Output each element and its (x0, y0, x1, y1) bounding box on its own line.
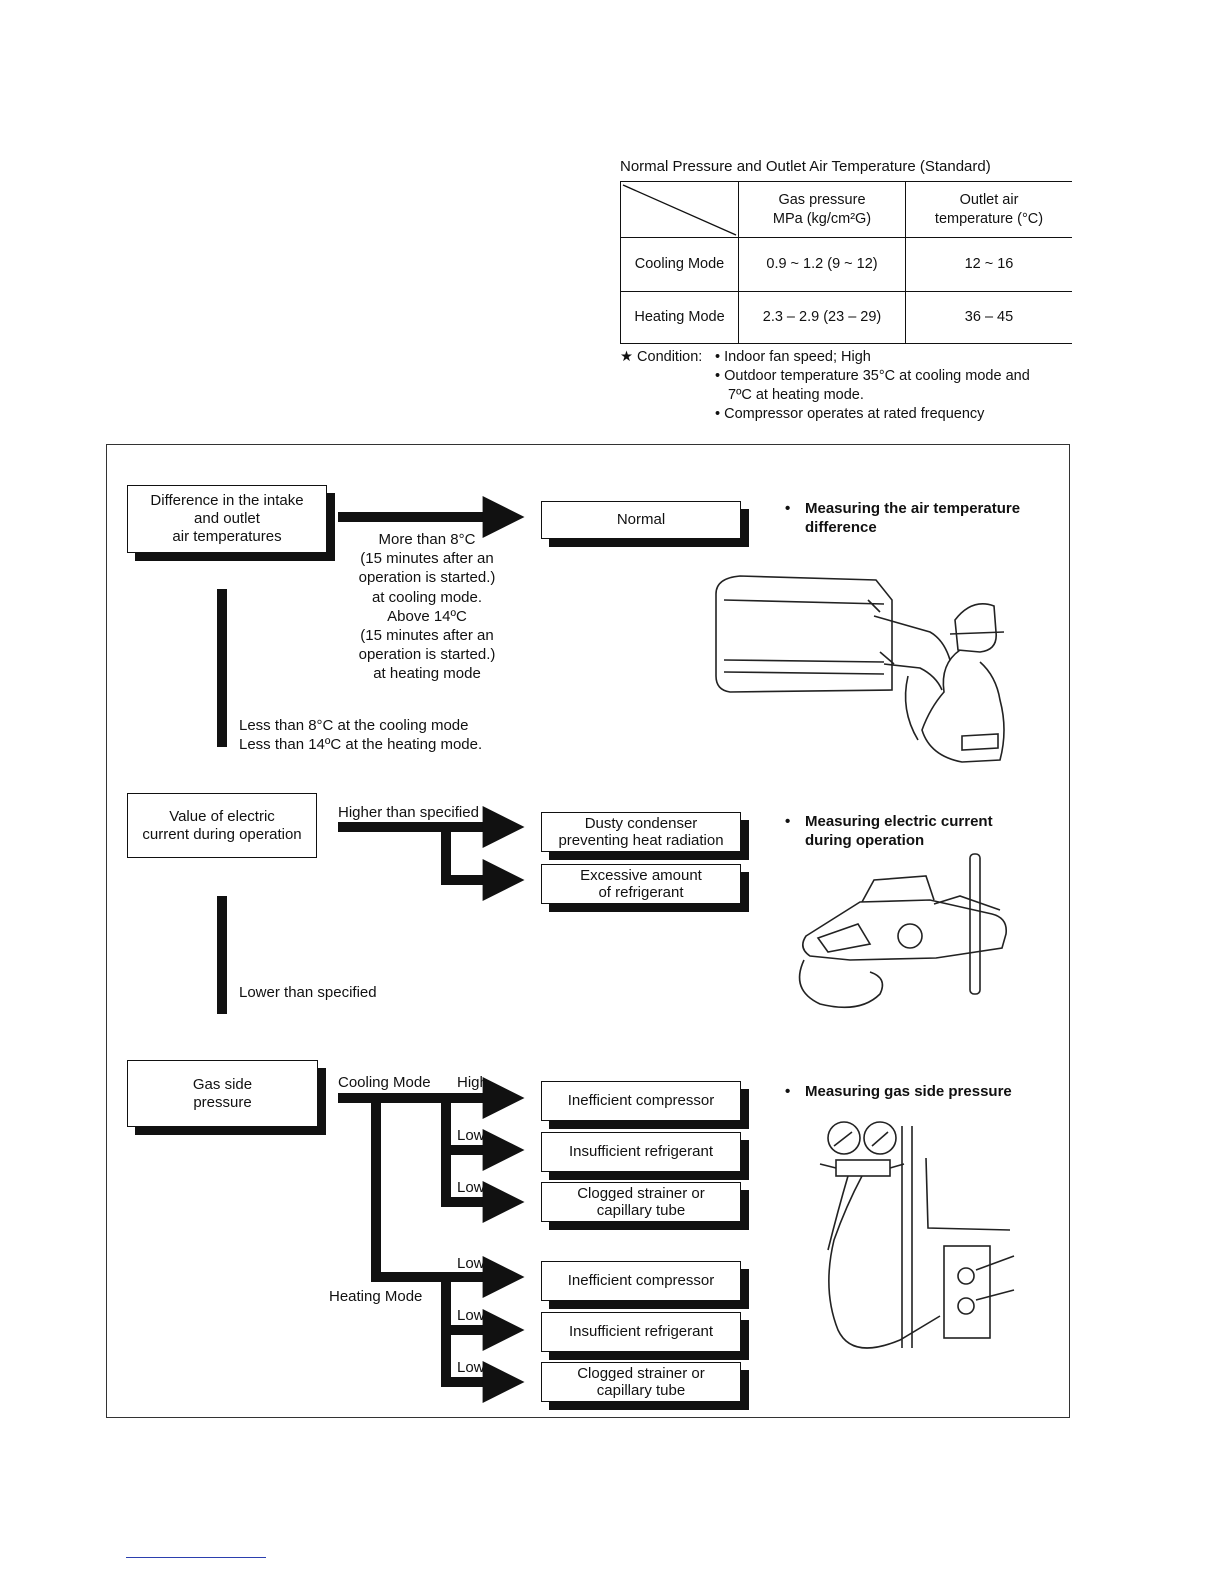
temp-diff-line1: Difference in the intake (150, 492, 304, 509)
clogged-strainer-box: Clogged strainer or capillary tube (541, 1182, 741, 1222)
cooling-mode-label: Cooling Mode (338, 1074, 431, 1091)
low-label: Low (457, 1127, 485, 1144)
standard-pressure-table: Gas pressure MPa (kg/cm²G) Outlet air te… (620, 181, 1072, 344)
condition-item: • Indoor fan speed; High (715, 349, 871, 365)
current-line2: current during operation (142, 825, 302, 843)
flowchart-frame (106, 444, 1070, 1418)
current-line1: Value of electric (169, 807, 275, 825)
low-label: Low (457, 1255, 485, 1272)
note-current: • Measuring electric current during oper… (785, 813, 993, 849)
lower-label: Lower than specified (239, 984, 377, 1001)
clogged-strainer-box: Clogged strainer or capillary tube (541, 1362, 741, 1402)
dusty-condenser-box: Dusty condenser preventing heat radiatio… (541, 812, 741, 852)
condition-item: • Outdoor temperature 35°C at cooling mo… (715, 368, 1030, 384)
more-than-label: More than 8°C (15 minutes after an opera… (358, 531, 496, 683)
header-gas-pressure: Gas pressure MPa (kg/cm²G) (738, 181, 906, 238)
inefficient-compressor-box: Inefficient compressor (541, 1081, 741, 1121)
arrow-cool-low2 (441, 1150, 525, 1223)
table-row: Heating Mode 2.3 – 2.9 (23 – 29) 36 – 45 (620, 291, 1072, 344)
condition-item-cont: 7ºC at heating mode. (728, 387, 864, 403)
row-mode: Heating Mode (620, 291, 739, 344)
note-gas-pressure: • Measuring gas side pressure (785, 1083, 1012, 1100)
condition-item: • Compressor operates at rated frequency (715, 406, 985, 422)
less-than-label: Less than 8°C at the cooling mode Less t… (239, 717, 483, 753)
arrow-heat-low1 (371, 1098, 525, 1298)
insufficient-refrigerant-box: Insufficient refrigerant (541, 1132, 741, 1172)
diagonal-line-icon (622, 184, 737, 236)
gas-pressure-box: Gas side pressure (127, 1060, 318, 1127)
clamp-meter-illustration (798, 853, 1008, 1009)
insufficient-refrigerant-box: Insufficient refrigerant (541, 1312, 741, 1352)
excess-refrigerant-box: Excessive amount of refrigerant (541, 864, 741, 904)
header-outlet-temp-line1: Outlet air (959, 191, 1019, 208)
condition-label: ★ Condition: (620, 349, 703, 365)
note-air-temp: • Measuring the air temperature differen… (785, 500, 1021, 536)
normal-box: Normal (541, 501, 741, 539)
header-gas-pressure-line1: Gas pressure (778, 191, 866, 208)
temp-diff-line3: air temperatures (172, 528, 282, 545)
arrow-heat-low3 (441, 1330, 525, 1403)
air-temp-illustration (715, 575, 1005, 763)
gauge-manifold-illustration (819, 1121, 1015, 1349)
current-box: Value of electric current during operati… (127, 793, 317, 858)
higher-label: Higher than specified (338, 804, 479, 821)
header-outlet-temp-line2: temperature (°C) (934, 210, 1044, 227)
row-temp: 12 ~ 16 (905, 237, 1072, 292)
row-temp: 36 – 45 (905, 291, 1072, 344)
table-title: Normal Pressure and Outlet Air Temperatu… (620, 158, 991, 175)
inefficient-compressor-box: Inefficient compressor (541, 1261, 741, 1301)
footer-link-line (126, 1557, 266, 1558)
temp-diff-line2: and outlet (194, 510, 260, 527)
low-label: Low (457, 1359, 485, 1376)
header-outlet-temp: Outlet air temperature (°C) (905, 181, 1072, 238)
arrow-excess (441, 827, 525, 901)
high-label: High (457, 1074, 488, 1091)
table-corner-cell (620, 181, 739, 238)
row-pressure: 2.3 – 2.9 (23 – 29) (738, 291, 906, 344)
heating-mode-label: Heating Mode (329, 1288, 423, 1305)
temp-diff-box: Difference in the intake and outlet air … (127, 485, 327, 553)
header-gas-pressure-line2: MPa (kg/cm²G) (772, 210, 872, 227)
low-label: Low (457, 1307, 485, 1324)
low-label: Low (457, 1179, 485, 1196)
